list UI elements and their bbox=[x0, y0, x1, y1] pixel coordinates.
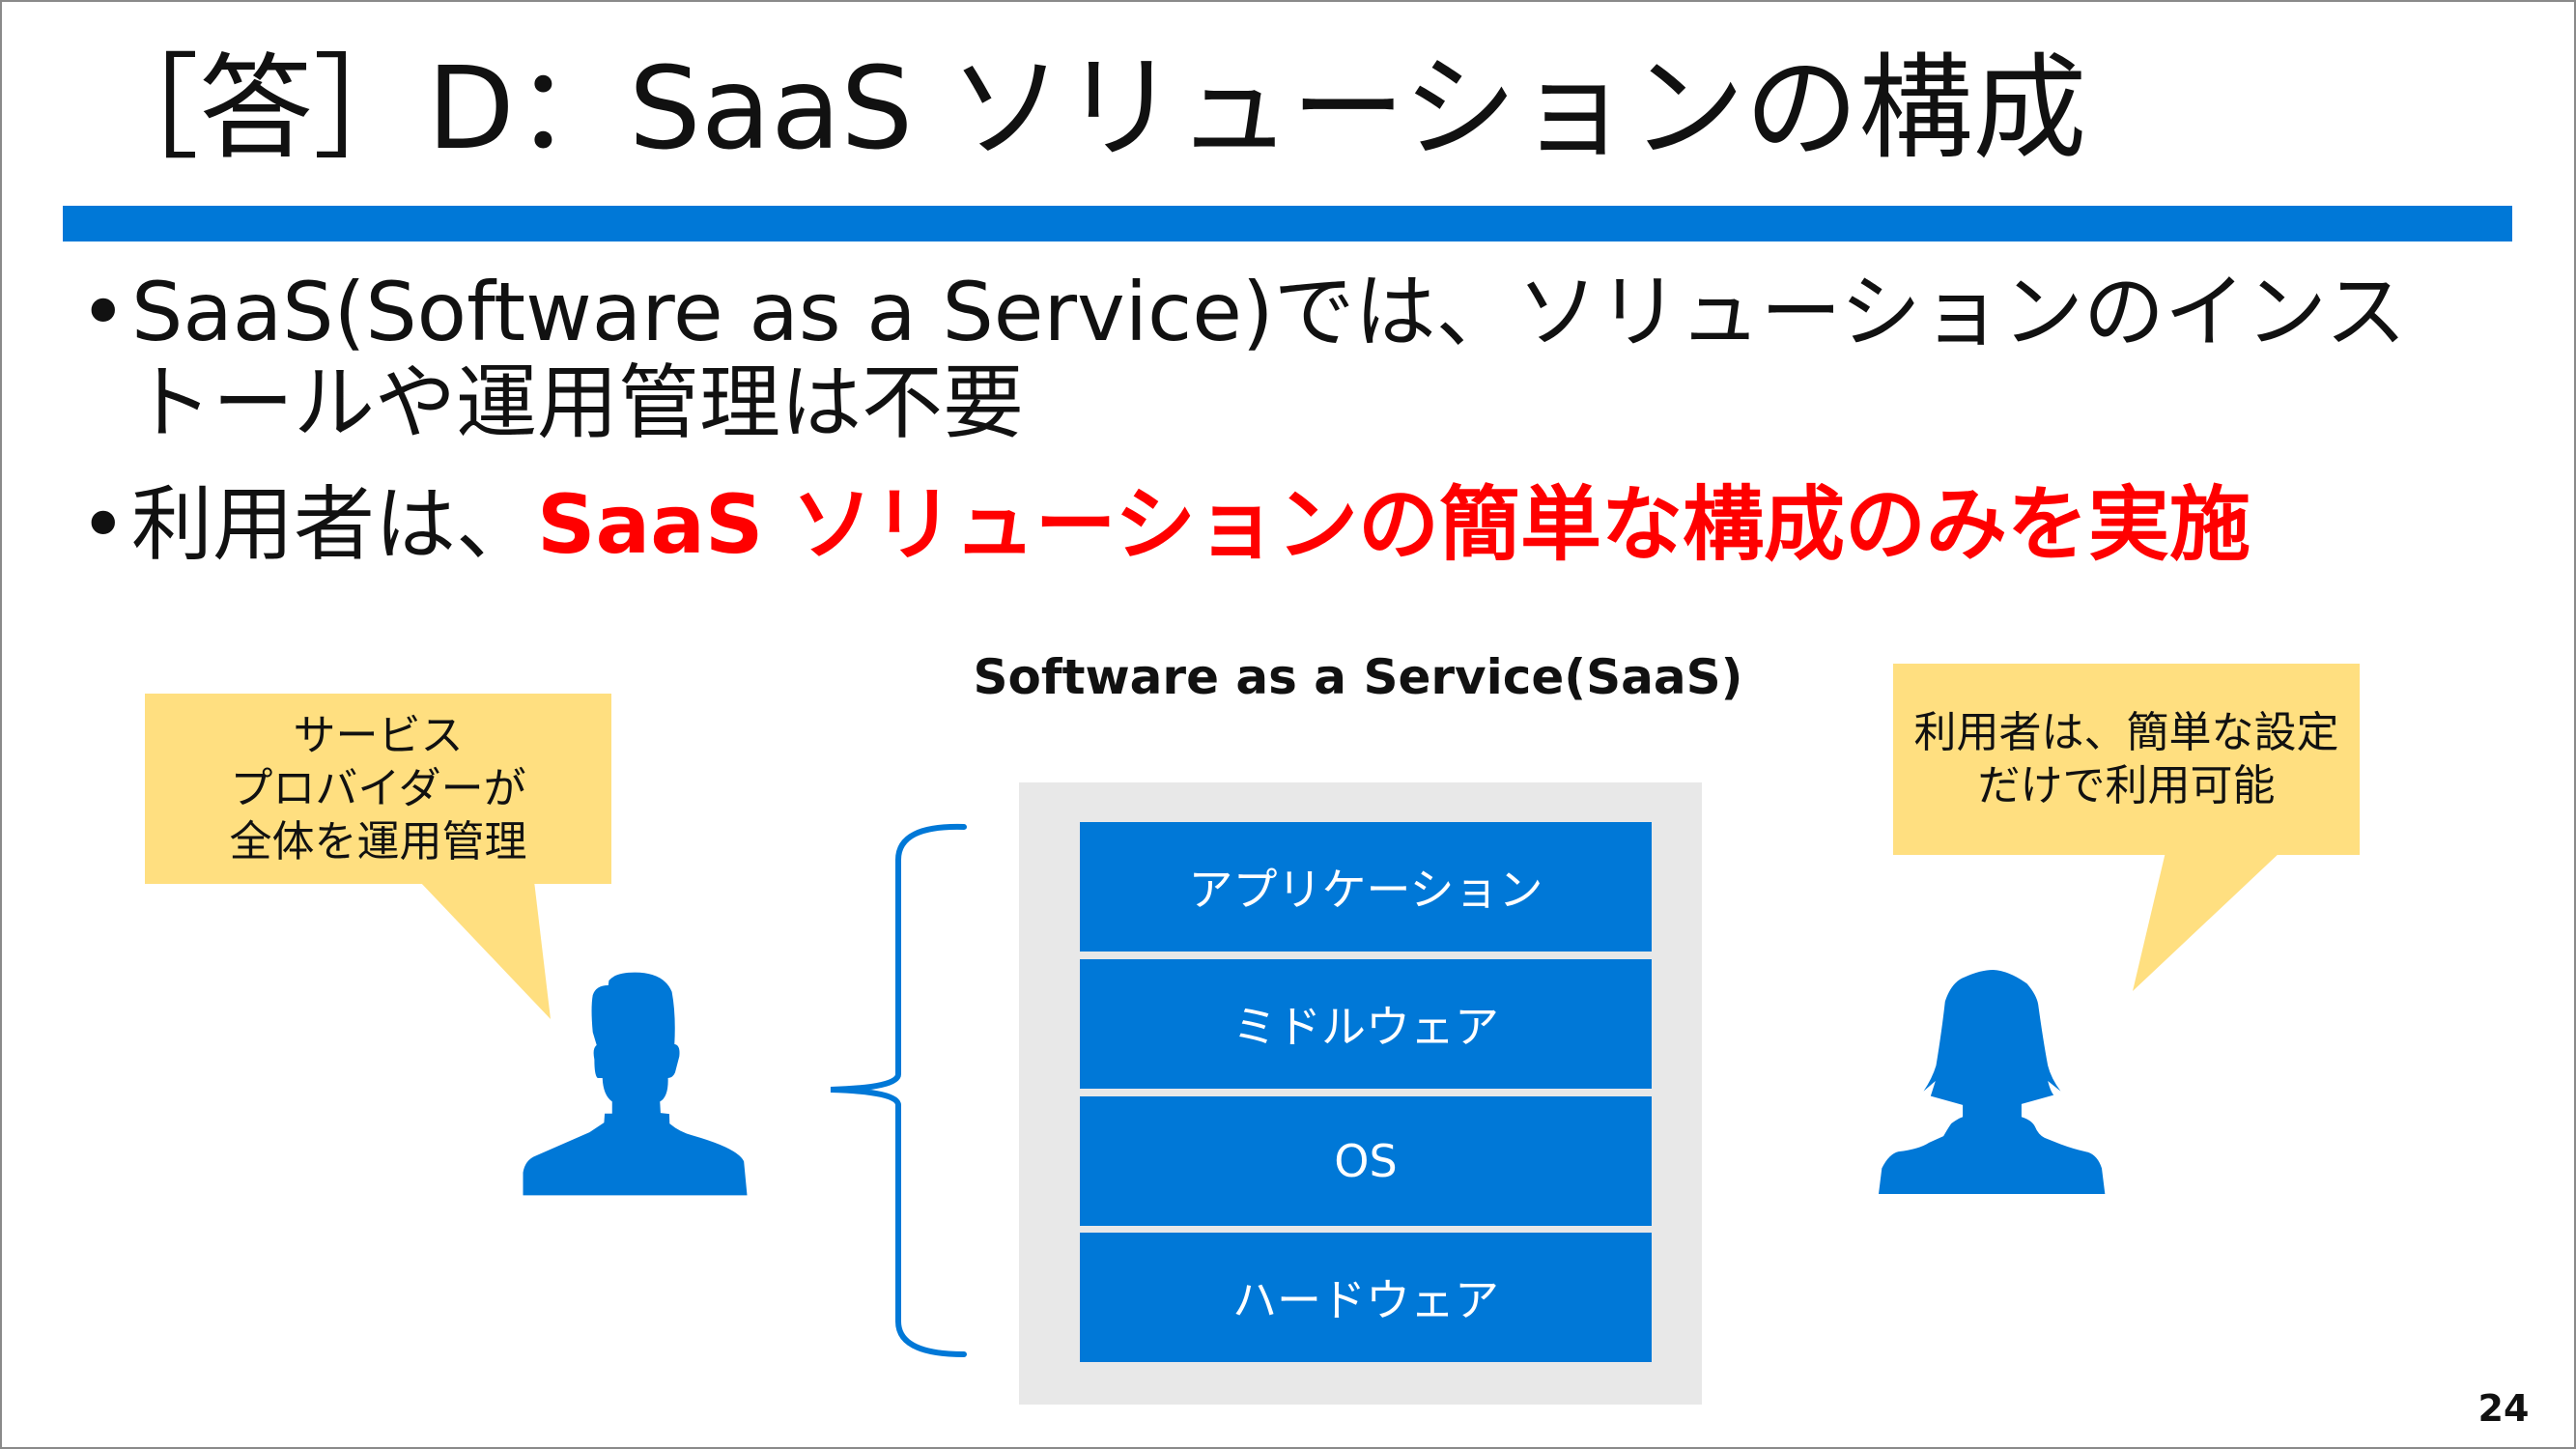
bullet-dot: • bbox=[79, 265, 127, 359]
title-underline-bar bbox=[63, 206, 2512, 242]
page-number: 24 bbox=[2477, 1387, 2530, 1430]
bullet-2-prefix: 利用者は、 bbox=[131, 477, 538, 572]
male-person-icon bbox=[523, 972, 748, 1196]
user-callout-tail bbox=[2133, 852, 2280, 991]
bullet-2-text: 利用者は、SaaS ソリューションの簡単な構成のみを実施 bbox=[131, 479, 2250, 570]
bullet-dot: • bbox=[79, 477, 127, 572]
user-callout: 利用者は、簡単な設定 だけで利用可能 bbox=[1893, 664, 2360, 855]
provider-callout-line: プロバイダーが bbox=[230, 764, 526, 813]
layer-application: アプリケーション bbox=[1080, 822, 1652, 952]
diagram-title: Software as a Service(SaaS) bbox=[973, 649, 1743, 705]
female-person-icon bbox=[1878, 969, 2106, 1195]
bullet-1-line-2: トールや運用管理は不要 bbox=[131, 355, 1025, 450]
provider-callout-line: サービス bbox=[293, 711, 464, 760]
brace-icon bbox=[830, 823, 967, 1357]
bullet-1-line-1: SaaS(Software as a Service)では、ソリューションのイン… bbox=[131, 265, 2407, 359]
slide-title: ［答］D：SaaS ソリューションの構成 bbox=[85, 42, 2087, 175]
user-callout-line: だけで利用可能 bbox=[1977, 761, 2276, 810]
provider-callout-line: 全体を運用管理 bbox=[229, 817, 527, 867]
layer-os: OS bbox=[1080, 1096, 1652, 1226]
user-callout-line: 利用者は、簡単な設定 bbox=[1913, 708, 2339, 757]
layer-middleware: ミドルウェア bbox=[1080, 959, 1652, 1089]
layer-hardware: ハードウェア bbox=[1080, 1233, 1652, 1362]
provider-callout-tail bbox=[419, 881, 551, 1019]
provider-callout: サービス プロバイダーが 全体を運用管理 bbox=[145, 694, 611, 884]
bullet-2-emphasis: SaaS ソリューションの簡単な構成のみを実施 bbox=[537, 477, 2250, 572]
